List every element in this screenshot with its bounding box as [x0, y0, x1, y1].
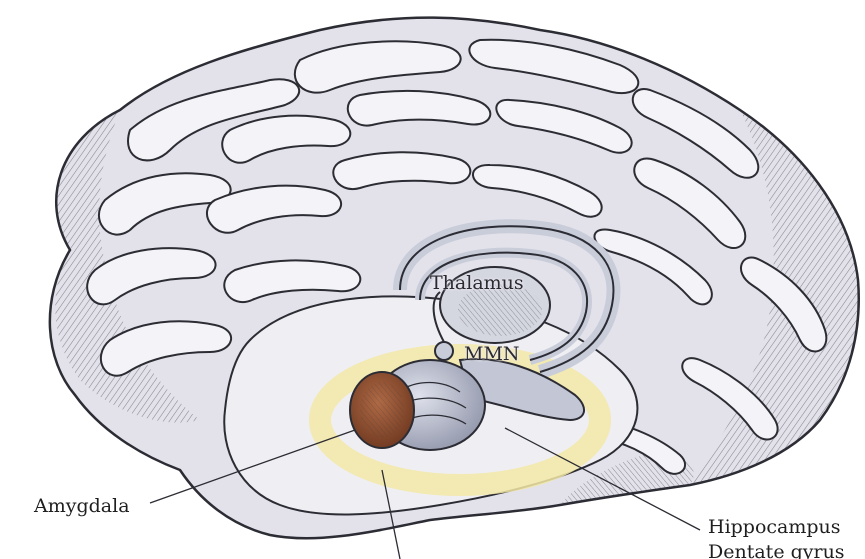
dentate-gyrus-label: Dentate gyrus: [708, 543, 845, 559]
amygdala-label: Amygdala: [34, 497, 130, 516]
thalamus-label: Thalamus: [430, 274, 524, 293]
mmn-label: MMN: [464, 345, 520, 364]
hippocampus-label: Hippocampus: [708, 518, 841, 537]
mammillary-nucleus: [435, 342, 453, 360]
